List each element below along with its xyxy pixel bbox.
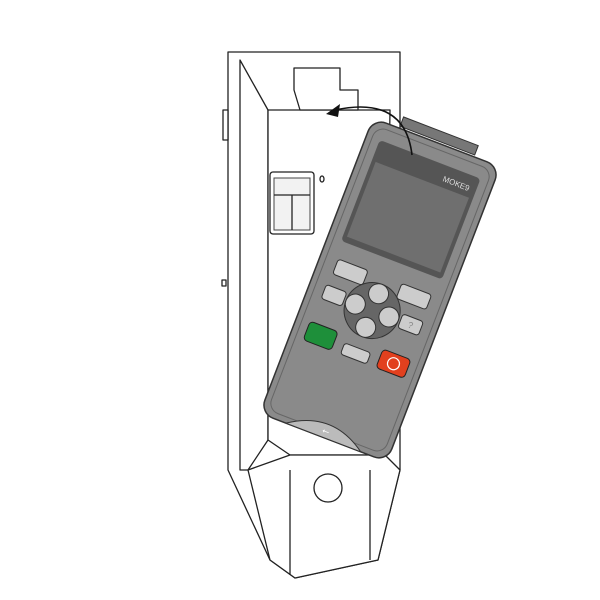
escape-button[interactable] xyxy=(321,284,347,306)
stop-icon xyxy=(386,357,401,371)
curved-arrow-icon xyxy=(326,104,413,156)
display-screen xyxy=(346,161,469,273)
help-button[interactable] xyxy=(397,314,424,336)
up-arrow-button[interactable] xyxy=(366,281,392,307)
start-button[interactable] xyxy=(303,321,338,350)
help-icon: ? xyxy=(406,320,414,331)
right-arrow-button[interactable] xyxy=(376,304,402,330)
usb-icon: ⭠ xyxy=(321,425,331,437)
usb-port-cover xyxy=(284,420,363,453)
keypad[interactable]: MOKE9 ? ⭠ xyxy=(260,107,505,462)
soft-key-left[interactable] xyxy=(332,259,369,286)
stop-button[interactable] xyxy=(376,349,411,378)
down-arrow-button[interactable] xyxy=(353,314,379,340)
local-remote-button[interactable] xyxy=(340,343,371,364)
left-arrow-button[interactable] xyxy=(342,291,368,317)
release-button xyxy=(313,473,343,503)
soft-key-right[interactable] xyxy=(396,283,432,310)
